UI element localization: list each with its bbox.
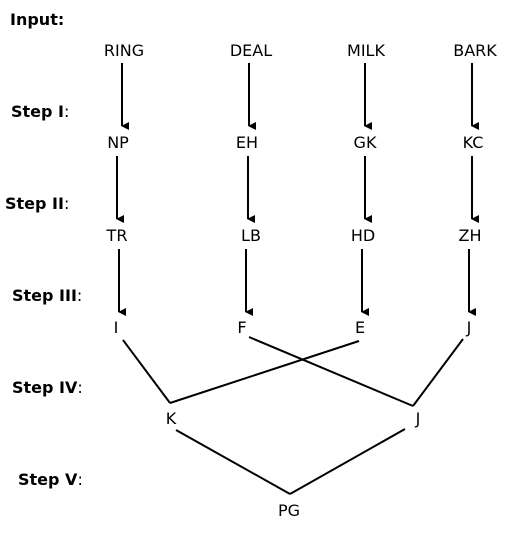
step4-letter-1: K (165, 409, 177, 428)
step3-letter-1: I (113, 318, 119, 337)
step2-code-3: HD (350, 226, 376, 245)
step-label-1: Step I: (11, 102, 70, 121)
step4-letter-2: J (415, 409, 421, 428)
step3-letter-4: J (466, 318, 472, 337)
link-F-to-J (248, 336, 414, 407)
step1-code-1: NP (107, 133, 129, 152)
input-word-2: DEAL (229, 41, 273, 60)
step2-code-2: LB (241, 226, 261, 245)
step-label-4: Step IV: (12, 378, 83, 397)
step5-result: PG (277, 501, 301, 520)
step2-code-1: TR (106, 226, 128, 245)
step1-code-3: GK (353, 133, 377, 152)
link-E-to-K (169, 340, 360, 404)
step2-code-4: ZH (458, 226, 482, 245)
step-label-3: Step III: (12, 286, 83, 305)
step3-letter-3: E (354, 318, 366, 337)
step3-letter-2: F (237, 318, 247, 337)
step-label-input: Input: (10, 10, 65, 29)
link-J-to-J (412, 338, 464, 407)
link-J-to-PG (289, 428, 406, 495)
step1-code-2: EH (235, 133, 259, 152)
input-word-3: MILK (347, 41, 385, 60)
step-label-2: Step II: (5, 194, 70, 213)
link-I-to-K (122, 339, 171, 404)
input-word-1: RING (103, 41, 145, 60)
input-word-4: BARK (453, 41, 497, 60)
link-K-to-PG (175, 429, 291, 495)
step1-code-4: KC (462, 133, 484, 152)
step-label-5: Step V: (18, 470, 83, 489)
